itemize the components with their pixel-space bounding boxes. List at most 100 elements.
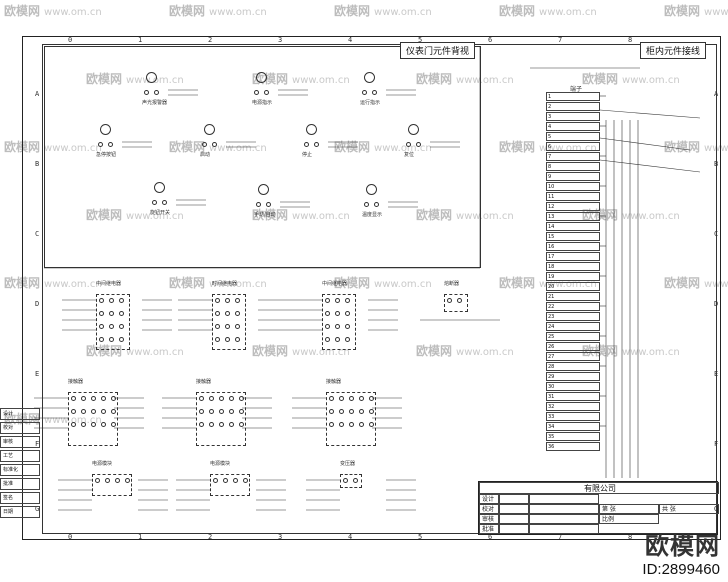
- margin-cell: 工艺: [0, 450, 40, 462]
- title-block-cell: 设计: [479, 494, 499, 504]
- margin-cell: 设计: [0, 408, 40, 420]
- terminal-row: 32: [546, 402, 600, 411]
- terminal-dot: [215, 324, 220, 329]
- column-number: 7: [558, 533, 563, 541]
- terminal-dot: [119, 324, 124, 329]
- terminal-dot: [225, 311, 230, 316]
- row-letter: A: [714, 90, 719, 98]
- terminal-dot: [345, 298, 350, 303]
- terminal-row: 3: [546, 112, 600, 121]
- terminal-dot: [91, 409, 96, 414]
- indicator-icon: [258, 184, 269, 195]
- door-component: 电源指示: [252, 72, 312, 112]
- component-outline: [444, 294, 468, 312]
- drawing-frame: [42, 44, 717, 534]
- terminal-dot: [362, 90, 367, 95]
- terminal-dot: [349, 396, 354, 401]
- terminal-row: 12: [546, 202, 600, 211]
- terminal-dot: [209, 422, 214, 427]
- terminal-dot: [99, 324, 104, 329]
- terminal-dot: [223, 478, 228, 483]
- terminal-row: 20: [546, 282, 600, 291]
- terminal-dot: [329, 422, 334, 427]
- terminal-dot: [209, 409, 214, 414]
- terminal-dot: [329, 396, 334, 401]
- terminal-dot: [447, 298, 452, 303]
- component-label: 启动: [200, 152, 211, 158]
- terminal-dot: [343, 478, 348, 483]
- indicator-icon: [154, 182, 165, 193]
- terminal-row: 2: [546, 102, 600, 111]
- terminal-row: 19: [546, 272, 600, 281]
- component-label: 手动/自动: [254, 212, 276, 218]
- terminal-row: 34: [546, 422, 600, 431]
- column-number: 0: [68, 36, 73, 44]
- component-outline: [326, 392, 376, 446]
- terminal-dot: [99, 337, 104, 342]
- terminal-dot: [125, 478, 130, 483]
- terminal-row: 13: [546, 212, 600, 221]
- terminal-dot: [199, 409, 204, 414]
- terminal-dot: [225, 298, 230, 303]
- component-label: 声光报警器: [142, 100, 168, 106]
- row-letter: G: [35, 505, 40, 513]
- margin-cell: 批准: [0, 478, 40, 490]
- terminal-dot: [209, 396, 214, 401]
- terminal-row: 10: [546, 182, 600, 191]
- door-component: 运行指示: [360, 72, 420, 112]
- brand-mark: 欧模网 ID:2899460: [642, 526, 720, 578]
- terminal-dot: [111, 422, 116, 427]
- component-outline: [340, 474, 362, 488]
- component-label: 时间继电器: [212, 281, 238, 287]
- terminal-dot: [233, 478, 238, 483]
- title-block-cell: [499, 494, 529, 504]
- door-component: 手动/自动: [254, 184, 314, 224]
- terminal-dot: [81, 422, 86, 427]
- title-block-cell: 审核: [479, 514, 499, 524]
- terminal-dot: [335, 298, 340, 303]
- terminal-dot: [359, 396, 364, 401]
- title-block-cell: 批准: [479, 524, 499, 534]
- indicator-icon: [146, 72, 157, 83]
- terminal-row: 16: [546, 242, 600, 251]
- terminal-row: 33: [546, 412, 600, 421]
- door-component: 急停按钮: [96, 124, 156, 164]
- cabinet-component: 中间继电器: [318, 281, 388, 360]
- terminal-row: 11: [546, 192, 600, 201]
- brand-name: 欧模网: [645, 532, 720, 560]
- terminal-dot: [99, 298, 104, 303]
- terminal-row: 35: [546, 432, 600, 441]
- terminal-dot: [254, 90, 259, 95]
- column-number: 0: [68, 533, 73, 541]
- terminal-dot: [101, 409, 106, 414]
- terminal-dot: [457, 298, 462, 303]
- terminal-dot: [119, 298, 124, 303]
- terminal-dot: [71, 409, 76, 414]
- row-letter: A: [35, 90, 40, 98]
- terminal-dot: [101, 422, 106, 427]
- terminal-dot: [199, 422, 204, 427]
- cabinet-component: 变压器: [336, 461, 406, 540]
- door-component: 声光报警器: [142, 72, 202, 112]
- indicator-icon: [306, 124, 317, 135]
- terminal-dot: [239, 396, 244, 401]
- terminal-row: 8: [546, 162, 600, 171]
- indicator-icon: [256, 72, 267, 83]
- terminal-dot: [335, 311, 340, 316]
- component-label: 急停按钮: [96, 152, 117, 158]
- terminal-dot: [256, 202, 261, 207]
- terminal-dot: [243, 478, 248, 483]
- row-letter: C: [35, 230, 40, 238]
- column-number: 3: [278, 533, 283, 541]
- cabinet-component: 时间继电器: [208, 281, 278, 360]
- column-number: 7: [558, 36, 563, 44]
- terminal-row: 27: [546, 352, 600, 361]
- title-block-cell: [499, 504, 529, 514]
- door-component: 复位: [404, 124, 464, 164]
- cabinet-component: 接触器: [64, 379, 134, 458]
- component-outline: [212, 294, 246, 350]
- terminal-dot: [225, 337, 230, 342]
- column-number: 1: [138, 36, 143, 44]
